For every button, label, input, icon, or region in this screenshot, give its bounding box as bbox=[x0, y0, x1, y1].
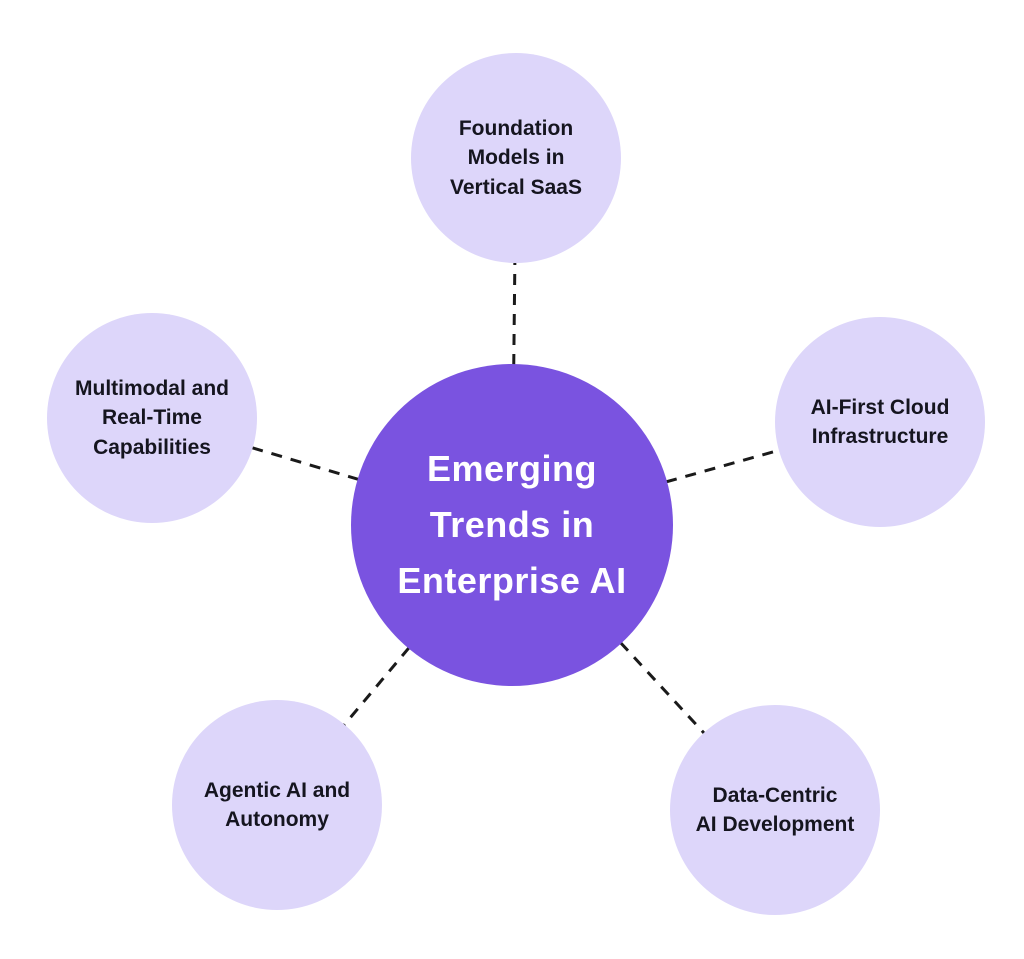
node-multimodal: Multimodal and Real-Time Capabilities bbox=[47, 313, 257, 523]
node-foundation-models: Foundation Models in Vertical SaaS bbox=[411, 53, 621, 263]
satellite-node-label: Multimodal and Real-Time Capabilities bbox=[75, 376, 229, 459]
node-emerging-trends-center: Emerging Trends in Enterprise AI bbox=[351, 364, 673, 686]
satellite-node-label: Foundation Models in Vertical SaaS bbox=[450, 116, 582, 199]
node-data-centric: Data-Centric AI Development bbox=[670, 705, 880, 915]
node-agentic-ai: Agentic AI and Autonomy bbox=[172, 700, 382, 910]
satellite-node-label: Data-Centric AI Development bbox=[695, 783, 855, 836]
node-ai-first-cloud: AI-First Cloud Infrastructure bbox=[775, 317, 985, 527]
satellite-node-label: AI-First Cloud Infrastructure bbox=[810, 395, 950, 448]
center-node-label: Emerging Trends in Enterprise AI bbox=[397, 448, 627, 601]
satellite-node-label: Agentic AI and Autonomy bbox=[203, 778, 351, 831]
